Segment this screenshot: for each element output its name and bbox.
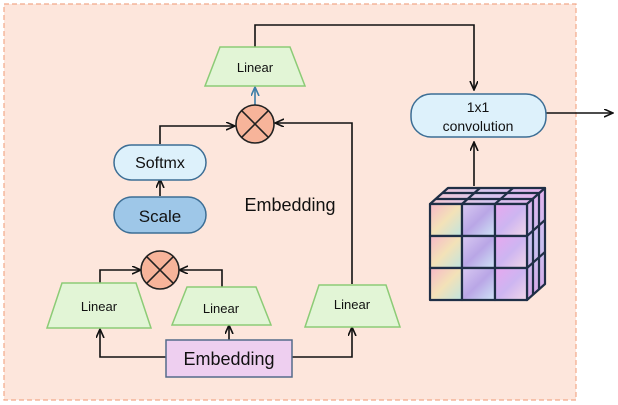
feature-cube-icon [428,186,547,302]
edge-embedding-to-linear-left [100,330,166,358]
conv-label-line2: convolution [443,118,514,134]
linear-top-label: Linear [237,60,274,75]
edge-embedding-to-linear-right [292,328,352,358]
embedding-block: Embedding [165,339,293,378]
linear-left-label: Linear [81,299,118,314]
edge-linear-mid-to-multiply [180,270,223,287]
multiply-circle-icon [140,250,180,290]
edge-softmax-to-multiply [159,126,234,144]
embedding-annotation: Embedding [244,195,335,215]
linear-right-label: Linear [334,297,371,312]
scale-label: Scale [139,207,182,226]
linear-right-block: Linear [303,284,402,328]
multiply-circle-icon [235,104,275,144]
conv-block: 1x1 convolution [410,93,547,138]
scale-block: Scale [113,196,207,234]
linear-left-block: Linear [45,282,153,329]
embedding-label: Embedding [183,349,274,369]
softmax-label: Softmx [135,155,185,172]
softmax-block: Softmx [113,144,207,181]
edge-linear-top-to-conv [254,24,474,89]
linear-mid-label: Linear [203,301,240,316]
linear-mid-block: Linear [170,286,273,326]
conv-label-line1: 1x1 [467,99,490,115]
edge-linear-left-to-multiply [99,270,140,283]
linear-top-block: Linear [203,46,307,87]
edge-linear-right-to-multiply [276,123,353,284]
